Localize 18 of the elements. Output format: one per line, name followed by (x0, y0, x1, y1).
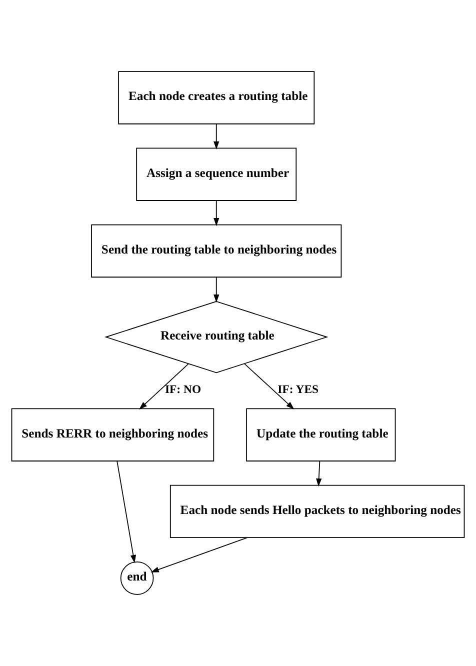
node-box: Each node creates a routing table (118, 71, 315, 124)
node-diamond: Receive routing table (104, 300, 328, 374)
edge-label: IF: NO (164, 382, 202, 396)
node-box: Each node sends Hello packets to neighboring nodes (170, 484, 465, 538)
arrow (214, 124, 220, 150)
node-box: Sends RERR to neighboring nodes (11, 408, 214, 462)
node-box: Assign a sequence number (136, 148, 297, 201)
node-circle: end (120, 562, 154, 595)
arrow (150, 537, 248, 572)
node-box: Update the routing table (246, 408, 396, 462)
arrow (244, 363, 294, 410)
arrow (214, 276, 220, 303)
arrow (316, 460, 322, 487)
edge-label: IF: YES (278, 382, 319, 396)
arrow (116, 460, 136, 564)
arrow (214, 200, 220, 226)
node-box: Send the routing table to neighboring nodes (91, 224, 342, 278)
arrow (139, 363, 189, 410)
